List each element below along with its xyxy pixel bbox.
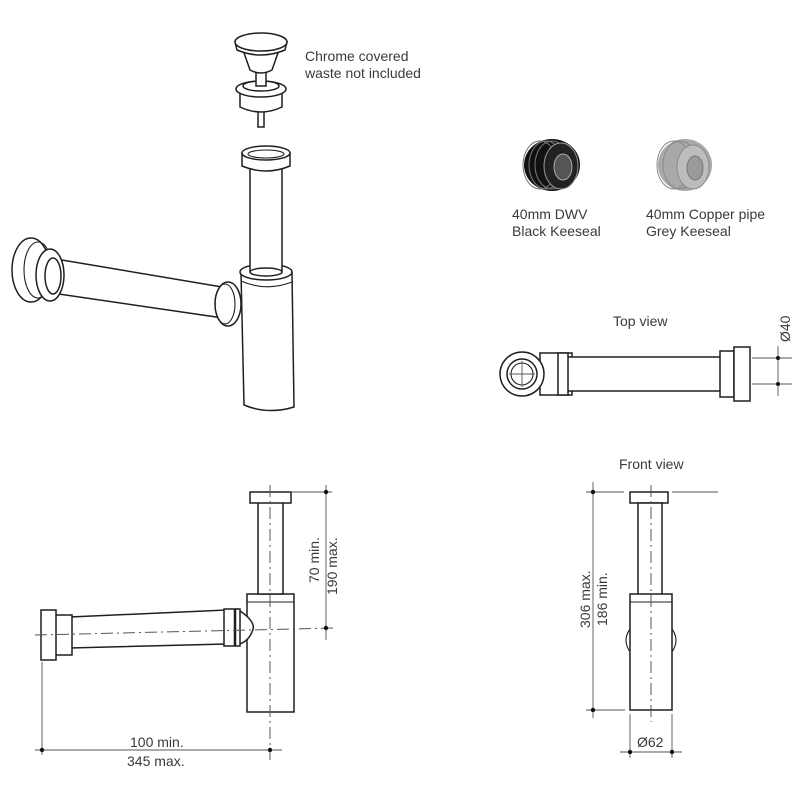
top-view-drawing	[499, 346, 792, 402]
waste-note: Chrome covered waste not included	[305, 48, 421, 82]
black-keeseal-illustration	[522, 139, 580, 191]
grey-keeseal-label: 40mm Copper pipe Grey Keeseal	[646, 206, 765, 240]
side-length-min-label: 100 min.	[130, 734, 184, 750]
black-keeseal-label: 40mm DWV Black Keeseal	[512, 206, 601, 240]
black-keeseal-line2: Black Keeseal	[512, 223, 601, 239]
waste-illustration	[234, 32, 288, 128]
grey-keeseal-line1: 40mm Copper pipe	[646, 206, 766, 222]
grey-keeseal-illustration	[656, 139, 712, 191]
front-height-min-label: 186 min.	[594, 572, 610, 626]
side-length-max-label: 345 max.	[127, 753, 185, 769]
front-diameter-label: Ø62	[637, 734, 664, 750]
side-height-min-label: 70 min.	[306, 537, 322, 583]
top-view-diameter-label: Ø40	[777, 315, 793, 342]
front-height-max-label: 306 max.	[577, 570, 593, 628]
black-keeseal-line1: 40mm DWV	[512, 206, 588, 222]
side-height-max-label: 190 max.	[324, 537, 340, 595]
waste-note-line1: Chrome covered	[305, 48, 409, 64]
bottle-trap-illustration	[11, 145, 295, 412]
front-view-drawing	[586, 482, 718, 758]
side-view-drawing	[34, 485, 336, 760]
waste-note-line2: waste not included	[305, 65, 421, 81]
top-view-title: Top view	[613, 313, 668, 329]
grey-keeseal-line2: Grey Keeseal	[646, 223, 731, 239]
front-view-title: Front view	[619, 456, 684, 472]
